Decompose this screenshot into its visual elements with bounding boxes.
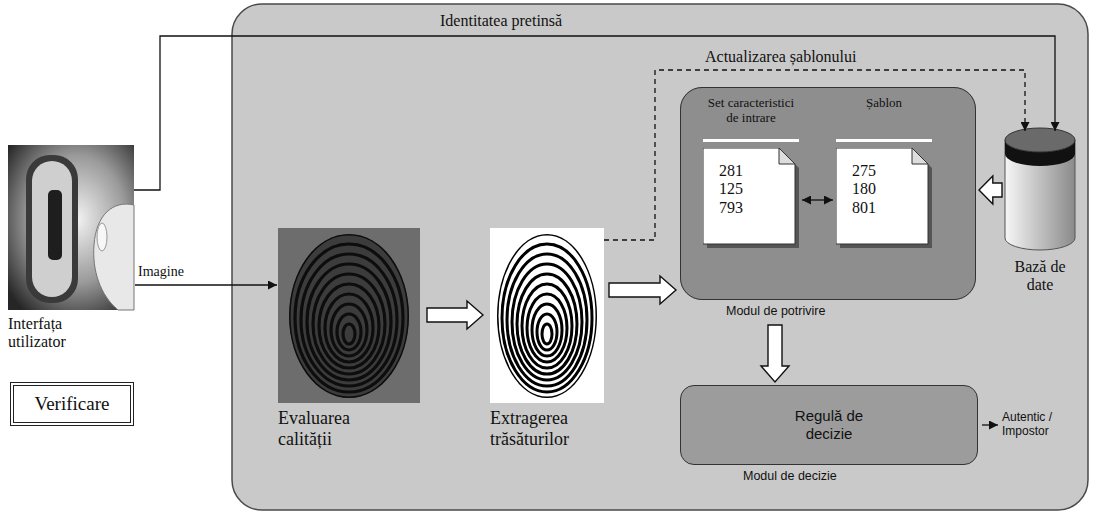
document-body: 275 180 801: [836, 148, 932, 248]
connector-line: [135, 284, 277, 285]
matching-module-fill: [680, 87, 976, 300]
module-label: Modul de potrivire: [726, 304, 825, 319]
decision-output: Autentic / Impostor: [1002, 410, 1076, 439]
mode-box: Verificare: [10, 382, 134, 426]
edge-label: Actualizarea șablonului: [705, 48, 857, 66]
module-label: Modul de decizie: [743, 469, 837, 484]
scanner-caption: Interfața utilizator: [8, 315, 120, 352]
output-arrow: [982, 424, 998, 425]
block-arrow: [609, 276, 676, 304]
feature-step: Extragerea trăsăturilor: [490, 228, 604, 449]
scanner-input: Interfața utilizator: [8, 145, 134, 352]
document-shape: [703, 148, 799, 248]
system-panel: [232, 4, 1088, 510]
document-body: 281 125 793: [703, 148, 799, 248]
block-arrow: [427, 301, 483, 329]
template-values: 275 180 801: [836, 148, 892, 217]
decision-rule: Regulă de decizie: [781, 407, 877, 443]
feature-document: Set caracteristici de intrare 281 125 793: [703, 96, 799, 248]
scanner-photo: [8, 145, 134, 310]
mode-label: Verificare: [35, 393, 110, 415]
step-caption: Extragerea trăsăturilor: [490, 408, 620, 449]
database-cylinder-shape: [1005, 128, 1075, 250]
template-document: Șablon 275 180 801: [836, 96, 932, 248]
matching-module: Set caracteristici de intrare 281 125 793…: [680, 87, 976, 300]
connector-line: [802, 199, 833, 200]
quality-step: Evaluarea calității: [278, 228, 420, 449]
database-label: Bază de date: [1005, 258, 1075, 295]
document-heading: Șablon: [836, 96, 932, 142]
document-shape: [836, 148, 932, 248]
fingerprint-enhanced: [490, 228, 604, 403]
decision-module: Regulă de decizieModul de decizie: [680, 385, 978, 465]
block-arrow: [979, 176, 1002, 204]
step-caption: Evaluarea calității: [278, 408, 398, 449]
feature-values: 281 125 793: [703, 148, 759, 217]
block-arrow: [761, 325, 789, 382]
edge-label: Identitatea pretinsă: [440, 12, 562, 30]
edge-label: Imagine: [138, 264, 184, 280]
database: Bază de date: [1005, 128, 1075, 295]
dashed-connector: [604, 70, 1025, 240]
document-heading: Set caracteristici de intrare: [703, 96, 799, 142]
fingerprint-raw: [278, 228, 420, 403]
